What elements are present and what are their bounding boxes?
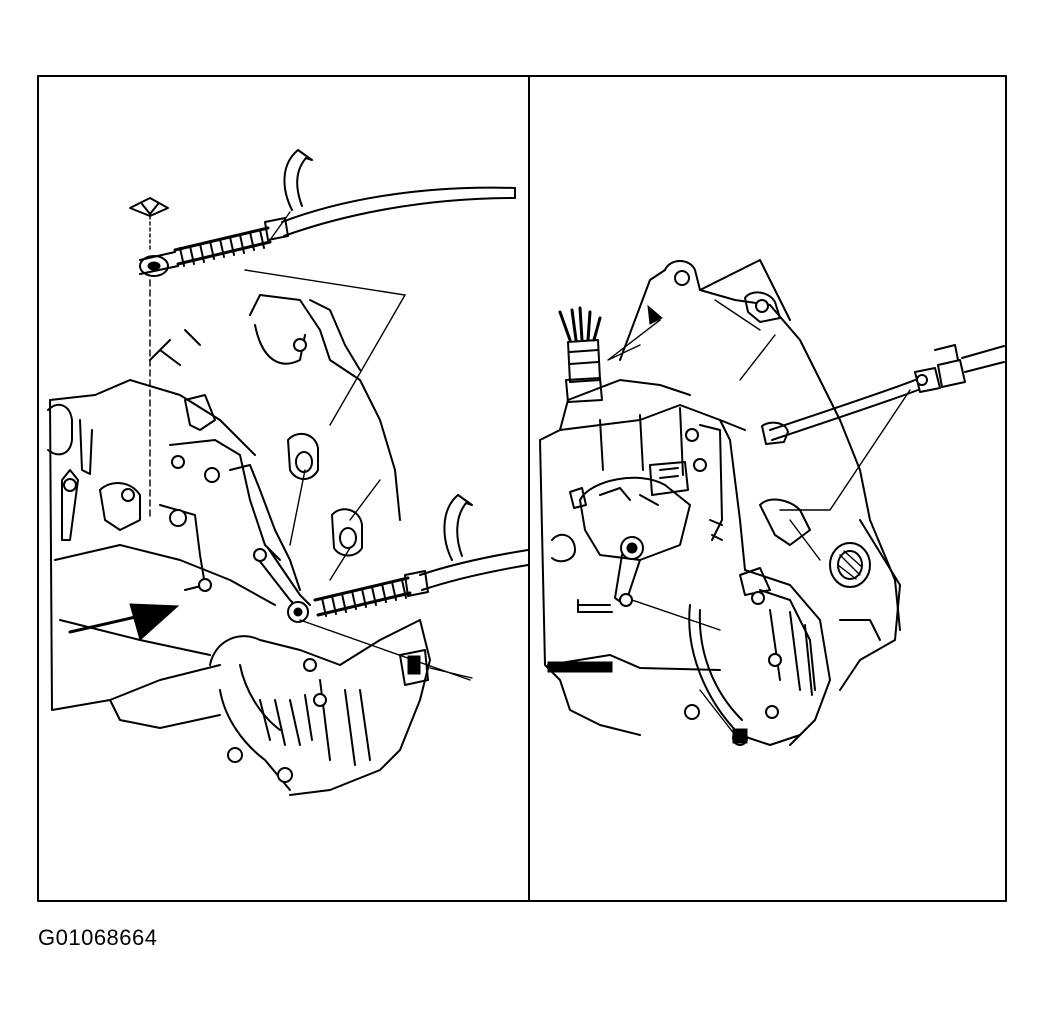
cable-hook-clip-icon [269, 149, 313, 241]
right-panel-switch-installation [539, 259, 1005, 746]
lower-shift-cable [299, 494, 529, 681]
transmission-case-right [539, 259, 901, 746]
direction-arrow-icon [68, 603, 180, 641]
shift-lever-left [253, 547, 311, 623]
retaining-clip-icon [129, 197, 169, 251]
wiring-connector-icon [558, 304, 663, 403]
cable-spring-coil [173, 226, 272, 267]
figure-id-label: G01068664 [38, 925, 158, 950]
filler-plug-icon [829, 542, 871, 588]
shift-lever-right [577, 554, 721, 631]
neutral-safety-switch [551, 461, 691, 563]
cable-spring-coil-lower [313, 576, 412, 617]
left-panel-cable-removal [47, 149, 529, 796]
cable-hook-clip-lower-icon [443, 494, 473, 561]
transmission-case-left [47, 294, 473, 796]
right-shift-cable [761, 344, 1005, 511]
upper-shift-cable [129, 149, 516, 521]
figure-frame [37, 75, 1007, 902]
